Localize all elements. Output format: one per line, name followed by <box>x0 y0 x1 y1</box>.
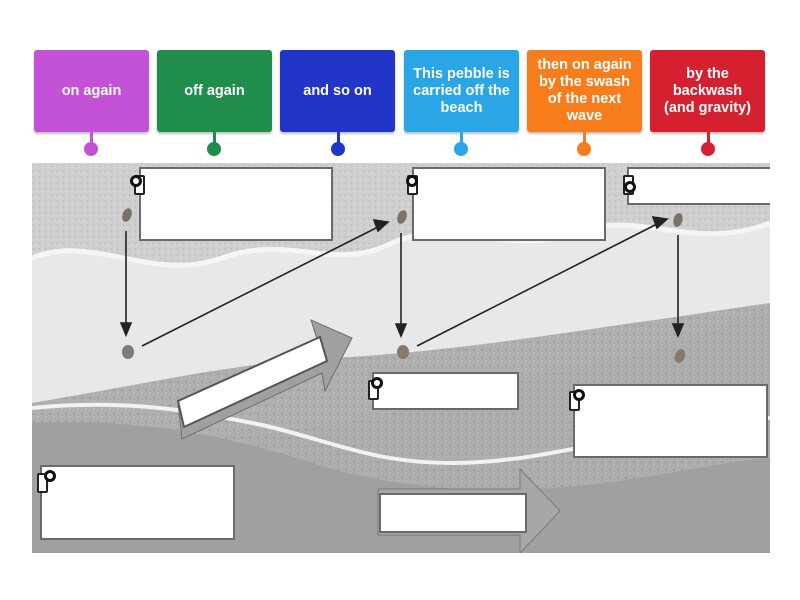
pin-icon[interactable] <box>44 470 56 482</box>
label-stem <box>337 132 340 144</box>
foam-edge <box>32 220 770 268</box>
label-tile-carried-off[interactable]: This pebble is carried off the beach <box>404 50 519 132</box>
label-stem <box>707 132 710 144</box>
label-dot <box>207 142 221 156</box>
pin-icon[interactable] <box>371 377 383 389</box>
label-stem <box>583 132 586 144</box>
label-dot <box>331 142 345 156</box>
pebble-icon <box>122 208 132 222</box>
drop-zone-1[interactable] <box>139 167 333 241</box>
label-tile-off-again[interactable]: off again <box>157 50 272 132</box>
pebble-icon <box>674 349 686 363</box>
label-text: then on again by the swash of the next w… <box>537 57 632 124</box>
label-tile-and-so-on[interactable]: and so on <box>280 50 395 132</box>
pin-icon[interactable] <box>406 175 418 187</box>
pin-icon[interactable] <box>573 389 585 401</box>
pin-icon[interactable] <box>130 175 142 187</box>
label-stem <box>90 132 93 144</box>
pebble-icon <box>122 345 134 359</box>
label-stem <box>213 132 216 144</box>
label-text: on again <box>61 82 122 99</box>
label-tile-then-on-again[interactable]: then on again by the swash of the next w… <box>527 50 642 132</box>
label-tile-by-backwash[interactable]: by the backwash (and gravity) <box>650 50 765 132</box>
drop-zone-2[interactable] <box>412 167 606 241</box>
label-tile-on-again[interactable]: on again <box>34 50 149 132</box>
pebble-icon <box>397 210 407 224</box>
pebble-movement-arrows <box>119 216 685 347</box>
drop-zone-5[interactable] <box>573 384 768 458</box>
label-text: by the backwash (and gravity) <box>663 65 751 116</box>
label-dot <box>454 142 468 156</box>
label-stem <box>460 132 463 144</box>
drop-zone-3[interactable] <box>627 167 770 205</box>
label-dot <box>577 142 591 156</box>
label-dot <box>701 142 715 156</box>
pebble-icon <box>673 213 683 227</box>
label-text: and so on <box>303 82 372 99</box>
label-dot <box>84 142 98 156</box>
pebble-icon <box>397 345 409 359</box>
drop-zone-7[interactable] <box>379 493 527 533</box>
pin-tab <box>37 473 48 493</box>
label-text: off again <box>184 82 245 99</box>
drop-zone-4[interactable] <box>372 372 519 410</box>
pin-icon[interactable] <box>624 181 636 193</box>
drop-zone-6[interactable] <box>40 465 235 540</box>
label-text: This pebble is carried off the beach <box>413 65 510 116</box>
beach-scene <box>32 163 770 553</box>
swash-arrow-icon <box>176 319 353 440</box>
